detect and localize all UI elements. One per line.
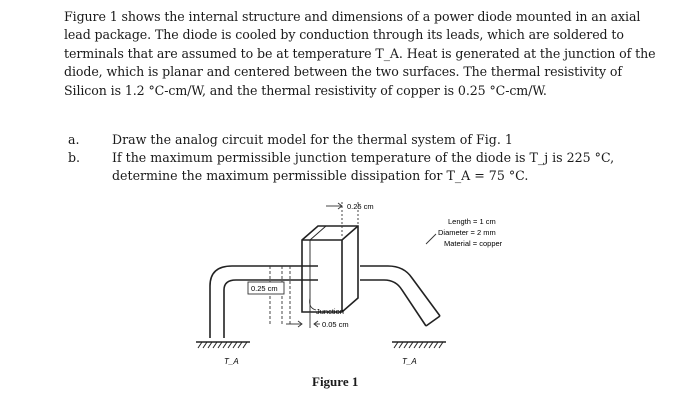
statement-line-5: Silicon is 1.2 °C-cm/W, and the thermal …	[64, 82, 547, 98]
statement-line-4: diode, which is planar and centered betw…	[64, 64, 622, 80]
diode-figure-drawing: 0.25 cm 0.25 cm Junction 0.05 cm	[196, 202, 503, 366]
right-lead-lower	[360, 279, 427, 327]
problem-statement: Figure 1 shows the internal structure an…	[64, 8, 656, 100]
right-lead-end	[425, 315, 441, 327]
question-b-letter: b.	[68, 150, 81, 165]
statement-line-3: terminals that are assumed to be at temp…	[64, 45, 656, 61]
right-terminal-label: T_A	[402, 357, 417, 366]
junction-label: Junction	[316, 307, 344, 316]
spec-length: Length = 1 cm	[448, 217, 496, 226]
junction-plane	[309, 225, 327, 312]
spec-leader	[425, 233, 437, 245]
dim-left-label: 0.25 cm	[251, 284, 278, 293]
left-lead-outer	[209, 265, 318, 338]
left-lead-inner	[223, 279, 318, 338]
spec-material: Material = copper	[444, 239, 503, 248]
right-lead-upper	[360, 265, 441, 317]
right-terminal-ground	[392, 341, 446, 349]
dim-bottom-label: 0.05 cm	[322, 320, 349, 329]
diode-figure: 0.25 cm 0.25 cm Junction 0.05 cm	[190, 198, 550, 408]
question-b-text-1: If the maximum permissible junction temp…	[112, 150, 615, 165]
diode-body	[301, 225, 359, 313]
dim-bottom-marker	[286, 297, 320, 328]
statement-line-2: lead package. The diode is cooled by con…	[64, 27, 624, 43]
spec-diameter: Diameter = 2 mm	[438, 228, 496, 237]
left-terminal-ground	[196, 341, 250, 349]
statement-line-1: Figure 1 shows the internal structure an…	[64, 9, 641, 24]
question-a-text: Draw the analog circuit model for the th…	[112, 132, 513, 147]
dim-top-marker	[326, 202, 359, 238]
figure-caption: Figure 1	[312, 374, 359, 389]
dim-top-label: 0.25 cm	[347, 202, 374, 211]
dim-left-marker	[247, 266, 291, 324]
question-b-text-2: determine the maximum permissible dissip…	[112, 168, 529, 183]
left-terminal-label: T_A	[224, 357, 239, 366]
question-a-letter: a.	[68, 132, 80, 147]
